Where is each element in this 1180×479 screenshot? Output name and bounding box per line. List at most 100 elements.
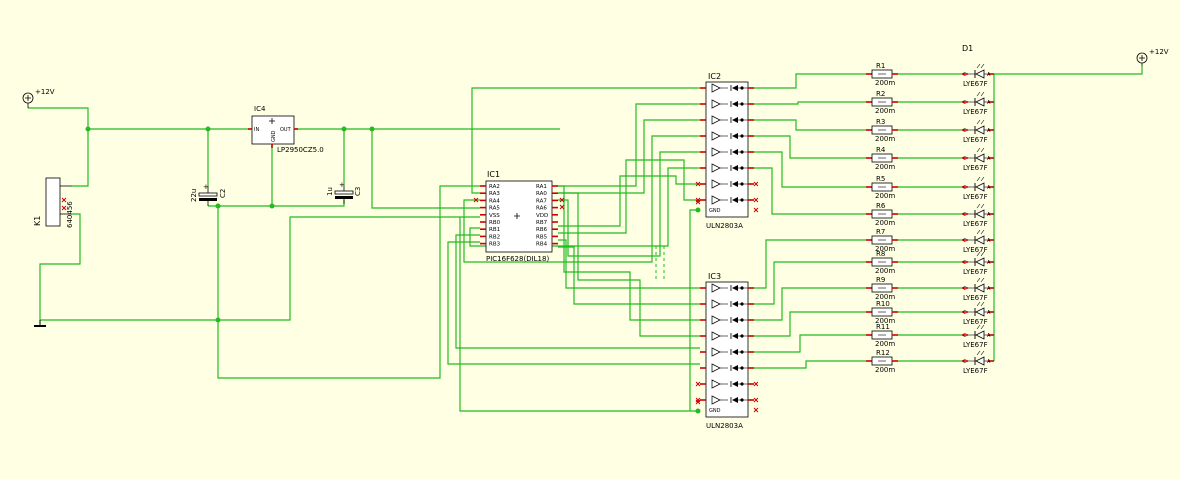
mcu-pin-label: RA6 <box>536 206 547 212</box>
buffer-symbol <box>711 147 721 157</box>
led-pin-a: A <box>987 359 991 365</box>
resistor-value: 200m <box>875 79 895 87</box>
resistor-value: 200m <box>875 267 895 275</box>
led-pin-c: C <box>963 260 967 266</box>
mcu-ic1[interactable]: IC1 PIC16F628(DIL18) RA2RA3RA4RA5VSSRB0R… <box>473 170 565 263</box>
power-symbol-left[interactable]: +12V <box>22 88 55 108</box>
mcu-pin-label: RB3 <box>489 242 501 248</box>
mcu-pin-label: RB6 <box>536 227 548 233</box>
power-label-right: +12V <box>1149 48 1169 56</box>
power-symbol-right[interactable]: +12V <box>1136 48 1169 66</box>
wire-net <box>28 66 1143 412</box>
driver-ref: IC3 <box>708 272 721 281</box>
resistor-r2[interactable]: R2 200m <box>866 90 898 115</box>
junction-dots <box>85 126 701 414</box>
diode-symbol <box>732 165 738 171</box>
connector-k1[interactable]: K1 640456 <box>33 177 74 228</box>
mcu-pin-label: VDD <box>536 213 548 219</box>
led-3[interactable]: C A LYE67F <box>962 119 994 144</box>
buffer-symbol <box>711 179 721 189</box>
regulator-ic4[interactable]: IN OUT GND IC4 LP2950CZ5.0 <box>248 105 324 154</box>
mcu-pin-label: VSS <box>489 213 500 219</box>
buffer-symbol <box>711 315 721 325</box>
resistor-ref: R9 <box>876 276 885 284</box>
mcu-pin-label: RA1 <box>536 184 547 190</box>
buffer-symbol <box>711 347 721 357</box>
resistor-ref: R3 <box>876 118 885 126</box>
mcu-pin-label: RB0 <box>489 220 501 226</box>
led-value: LYE67F <box>963 193 988 201</box>
led-value: LYE67F <box>963 136 988 144</box>
mcu-pin-label: RB1 <box>489 227 500 233</box>
led-pin-a: A <box>987 156 991 162</box>
driver-value: ULN2803A <box>706 222 743 230</box>
buffer-symbol <box>711 283 721 293</box>
resistor-value: 200m <box>875 107 895 115</box>
diode-symbol <box>732 333 738 339</box>
diode-symbol <box>732 397 738 403</box>
buffer-symbol <box>711 99 721 109</box>
diode-symbol <box>732 285 738 291</box>
led-pin-a: A <box>987 333 991 339</box>
led-pin-a: A <box>987 128 991 134</box>
resistor-ref: R2 <box>876 90 885 98</box>
led-pin-c: C <box>963 333 967 339</box>
driver-value: ULN2803A <box>706 422 743 430</box>
led-value: LYE67F <box>963 268 988 276</box>
resistor-value: 200m <box>875 163 895 171</box>
resistor-ref: R7 <box>876 228 885 236</box>
led-value: LYE67F <box>963 164 988 172</box>
capacitor-c3[interactable]: + C3 1u <box>326 181 362 204</box>
mcu-ref: IC1 <box>487 170 500 179</box>
ground-symbol[interactable] <box>34 320 46 327</box>
power-label-left: +12V <box>35 88 55 96</box>
mcu-pin-label: RA7 <box>536 198 547 204</box>
led-value: LYE67F <box>963 108 988 116</box>
capacitor-c2[interactable]: + C2 22u <box>190 183 227 206</box>
buffer-symbol <box>711 195 721 205</box>
regulator-pin-out: OUT <box>280 127 292 133</box>
diode-symbol <box>732 317 738 323</box>
driver-gnd-label: GND <box>709 208 721 214</box>
led-pin-a: A <box>987 310 991 316</box>
mcu-pin-label: RA3 <box>489 191 500 197</box>
diode-symbol <box>732 133 738 139</box>
diode-symbol <box>732 365 738 371</box>
led-pin-c: C <box>963 128 967 134</box>
buffer-symbol <box>711 379 721 389</box>
led-pin-c: C <box>963 238 967 244</box>
led-pin-a: A <box>987 238 991 244</box>
diode-symbol <box>732 349 738 355</box>
led-pin-a: A <box>987 286 991 292</box>
led-value: LYE67F <box>963 294 988 302</box>
mcu-pin-label: RA5 <box>489 206 500 212</box>
led-ref: D1 <box>962 44 973 53</box>
capacitor-c2-value: 22u <box>190 189 198 202</box>
led-value: LYE67F <box>963 80 988 88</box>
